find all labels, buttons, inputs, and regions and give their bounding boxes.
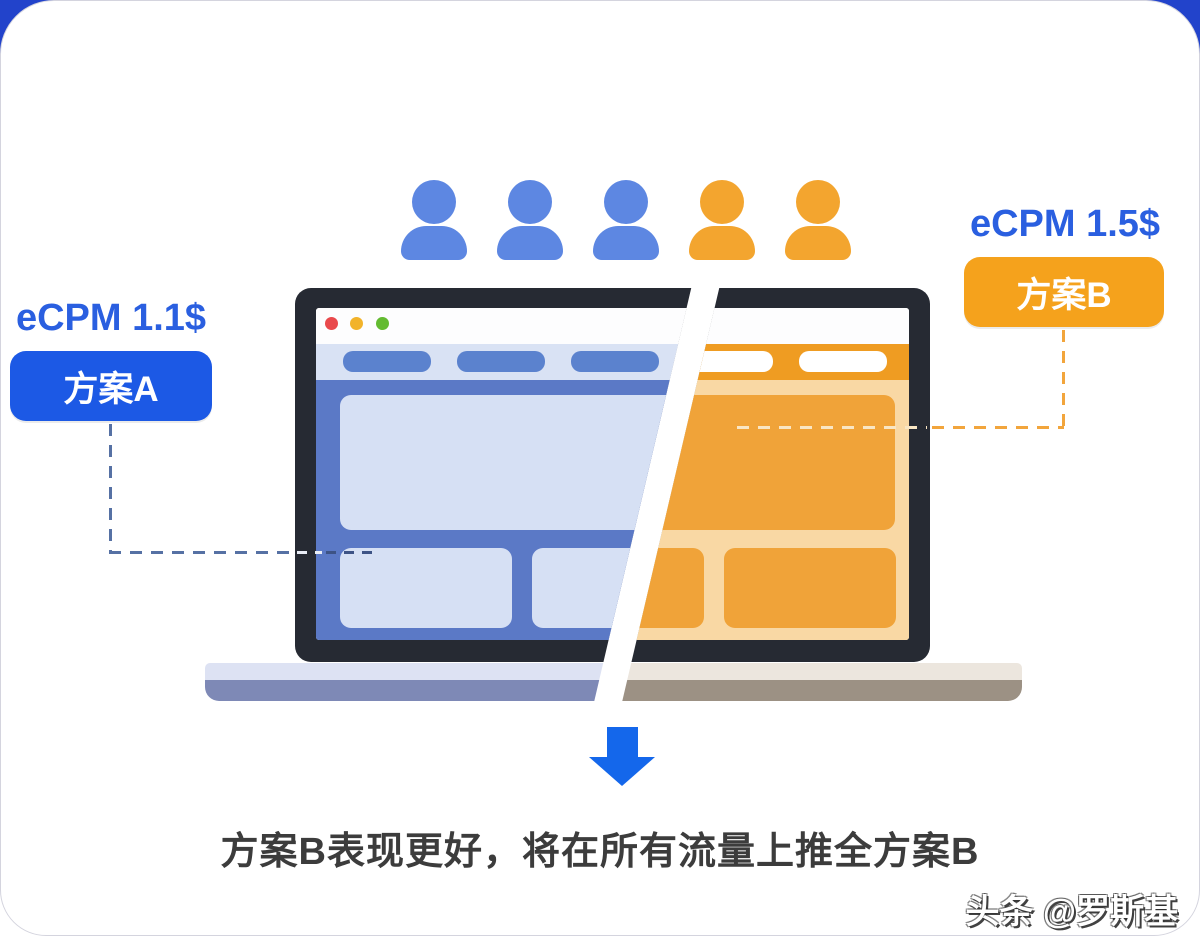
user-icon-blue [497, 180, 563, 260]
browser-toolbar [316, 344, 699, 380]
plan-b-connector-horizontal [932, 426, 1064, 429]
laptop-base [619, 663, 1022, 701]
user-icon-blue [401, 180, 467, 260]
plan-a-connector-over-bezel [297, 551, 322, 554]
watermark: 头条 @罗斯基 [965, 893, 1178, 931]
traffic-light-green-icon [376, 317, 389, 330]
plan-b-connector-vertical [1062, 330, 1065, 428]
laptop-base-top [619, 663, 1022, 680]
traffic-light-yellow-icon [350, 317, 363, 330]
users-row [401, 180, 851, 260]
toolbar-pill [799, 351, 887, 372]
browser-titlebar [316, 308, 699, 344]
toolbar-pill [343, 351, 431, 372]
user-icon-blue [593, 180, 659, 260]
down-arrow-icon [607, 727, 638, 759]
content-panel-small [340, 548, 512, 628]
content-panel-large [340, 395, 699, 530]
toolbar-pill [685, 351, 773, 372]
plan-a-badge: 方案A [10, 351, 212, 421]
plan-b-connector-on-screen [737, 426, 927, 429]
laptop-base-bottom [619, 680, 1022, 701]
laptop-variant-a-half [195, 255, 699, 715]
plan-a-connector-on-screen [326, 551, 378, 554]
plan-a-connector-vertical [109, 424, 112, 554]
page-content-area [316, 380, 699, 640]
content-panel-small [724, 548, 896, 628]
plan-a-connector-horizontal [109, 551, 296, 554]
traffic-light-red-icon [325, 317, 338, 330]
toolbar-pill [457, 351, 545, 372]
down-arrow-head-icon [589, 757, 655, 786]
toolbar-pill [571, 351, 659, 372]
plan-b-ecpm-label: eCPM 1.5$ [969, 203, 1161, 245]
plan-b-badge: 方案B [964, 257, 1164, 327]
user-icon-orange [689, 180, 755, 260]
user-icon-orange [785, 180, 851, 260]
laptop-base-top [205, 663, 699, 680]
laptop-base [205, 663, 699, 701]
laptop-base-bottom [205, 680, 699, 701]
conclusion-caption: 方案B表现更好，将在所有流量上推全方案B [220, 831, 980, 873]
laptop-variant-b-half [619, 255, 1035, 715]
plan-a-ecpm-label: eCPM 1.1$ [15, 297, 207, 339]
laptop-screen-frame [295, 288, 699, 662]
browser-window [316, 308, 699, 640]
